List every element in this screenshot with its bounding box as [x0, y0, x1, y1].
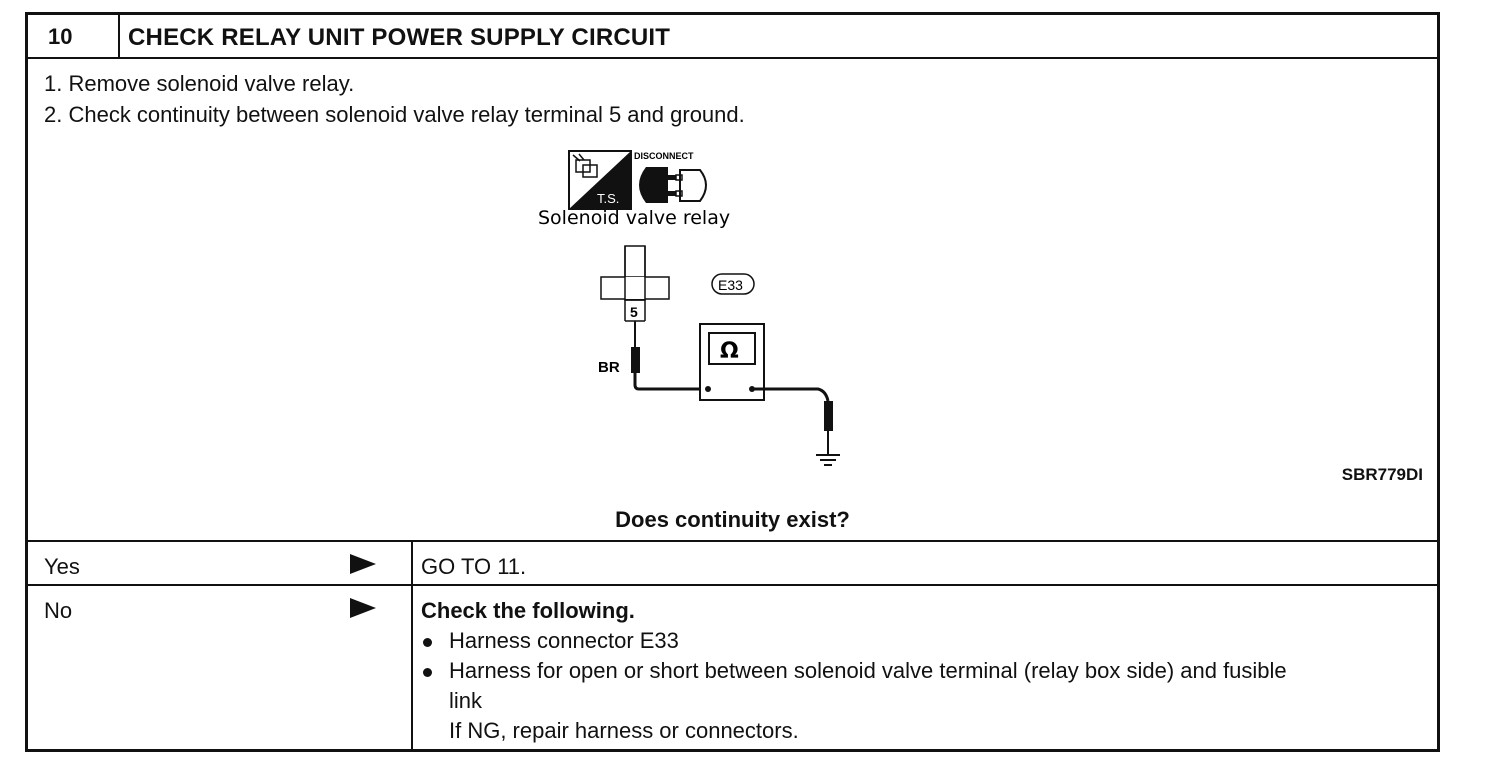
wire-color-label: BR: [598, 359, 620, 376]
connector-id-badge: E33: [711, 273, 755, 295]
check-item: Harness connector E33: [449, 628, 679, 653]
check-item: Harness for open or short between soleno…: [449, 658, 1287, 683]
step-number: 10: [28, 15, 120, 57]
step-title: CHECK RELAY UNIT POWER SUPPLY CIRCUIT: [128, 24, 671, 51]
answer-yes-label: Yes: [44, 554, 80, 579]
check-item-continuation: link: [449, 688, 483, 713]
procedure-table: 10 CHECK RELAY UNIT POWER SUPPLY CIRCUIT…: [25, 12, 1440, 752]
ohm-symbol: Ω: [720, 339, 739, 364]
disconnect-label: DISCONNECT: [634, 151, 694, 161]
ts-icon: T.S.: [568, 150, 632, 210]
connector-id: E33: [718, 277, 743, 293]
column-divider: [411, 540, 413, 749]
terminal-number: 5: [630, 304, 638, 320]
step-header: 10 CHECK RELAY UNIT POWER SUPPLY CIRCUIT: [28, 15, 1437, 59]
bullet-icon: [423, 638, 432, 647]
check-question: Does continuity exist?: [615, 507, 850, 532]
disconnect-icon: DISCONNECT: [634, 151, 707, 203]
relay-connector: 5: [600, 245, 670, 322]
answer-no-label: No: [44, 598, 73, 623]
component-label: Solenoid valve relay: [538, 207, 730, 229]
ground-icon: [816, 454, 840, 466]
ohmmeter: Ω: [699, 323, 765, 401]
repair-instruction: If NG, repair harness or connectors.: [449, 718, 799, 743]
answer-row-no: No Check the following. Harness connecto…: [28, 584, 1437, 751]
arrow-right-icon: [350, 598, 376, 618]
arrow-right-icon: [350, 554, 376, 574]
wiring-diagram: T.S. DISCONNECT Solenoid valve relay 5: [538, 150, 840, 466]
answer-no-heading: Check the following.: [421, 598, 635, 623]
figure-code: SBR779DI: [1341, 465, 1423, 484]
bullet-icon: [423, 668, 432, 677]
instruction-step-2: 2. Check continuity between solenoid val…: [44, 102, 745, 127]
ts-label: T.S.: [597, 191, 619, 206]
answer-row-yes: Yes GO TO 11.: [28, 540, 1437, 586]
instruction-step-1: 1. Remove solenoid valve relay.: [44, 71, 355, 96]
answer-yes-result: GO TO 11.: [421, 554, 527, 579]
